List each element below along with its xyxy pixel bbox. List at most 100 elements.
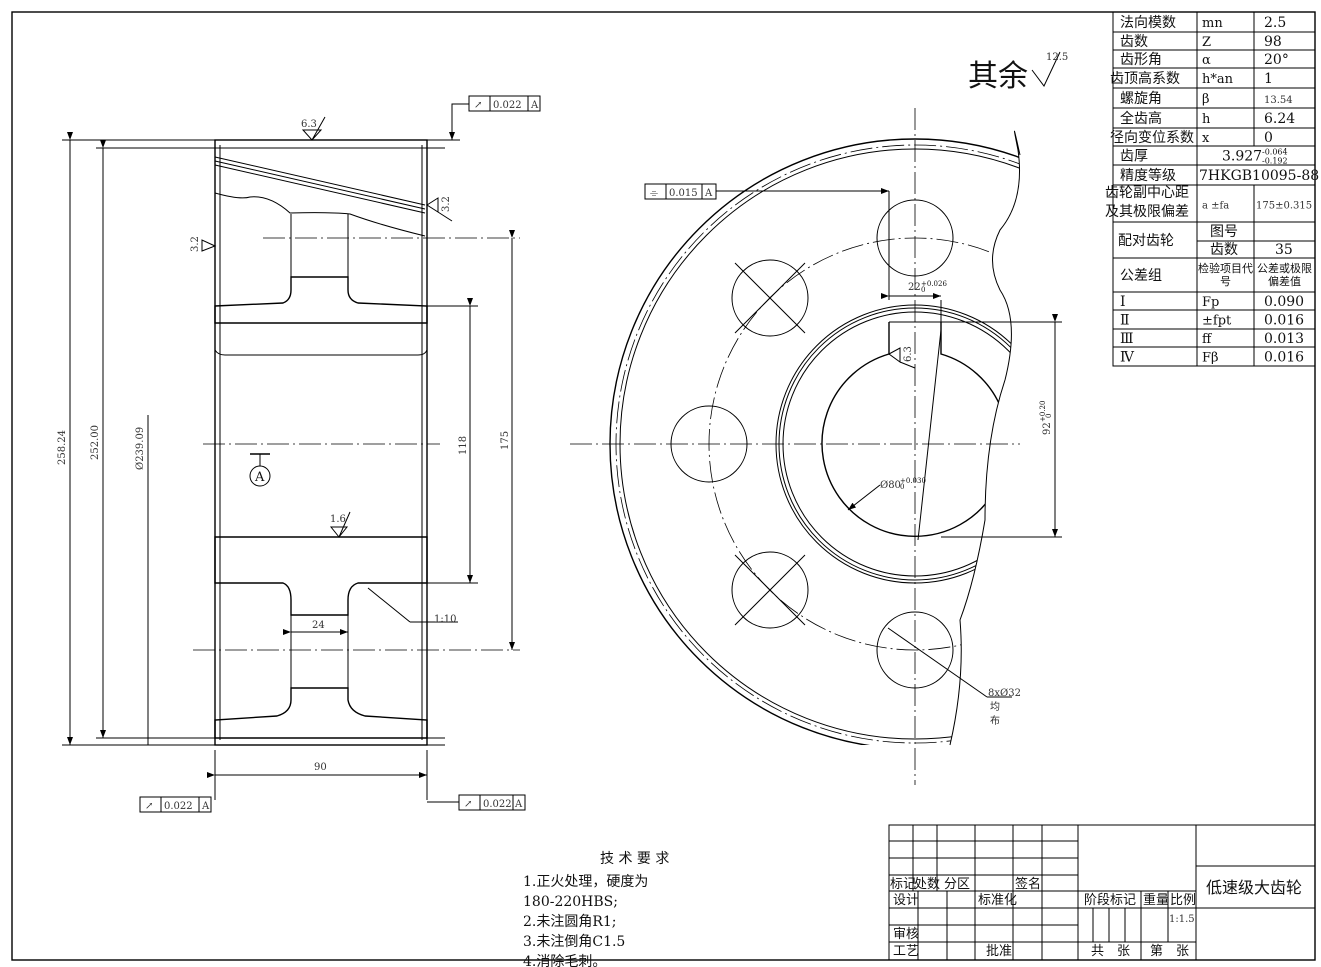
param-label: 及其极限偏差: [1105, 204, 1189, 220]
scale-value: 1:1.5: [1169, 914, 1195, 925]
svg-text:↗: ↗: [145, 801, 153, 812]
roughness-symbol: 3.2: [426, 196, 453, 222]
runout-tolerance-frame-top: ↗ 0.022 A: [449, 95, 541, 140]
bolt-hole: [731, 551, 809, 629]
tech-req-title: 技 术 要 求: [600, 851, 669, 867]
param-value: 98: [1264, 34, 1282, 50]
param-label: 配对齿轮: [1118, 233, 1174, 249]
keyway-depth-tol-lower: 0: [1045, 414, 1053, 418]
title-block: 标记 处数 分区 签名 设计 标准化 审核 工艺 批准 阶段标记 重量 比例 共…: [888, 824, 1316, 961]
dim-root-diameter: Ø239.09: [135, 427, 146, 470]
param-value: 175±0.315: [1256, 201, 1312, 212]
param-value: 7HKGB10095-88: [1199, 168, 1319, 184]
svg-text:⌯: ⌯: [650, 188, 658, 199]
param-label: 齿轮副中心距: [1105, 185, 1189, 201]
keyway-width-tol-lower: 0: [921, 286, 925, 294]
param-symbol: x: [1202, 131, 1210, 146]
svg-text:6.3: 6.3: [301, 119, 317, 130]
dim-pitch-diameter: 252.00: [90, 425, 101, 460]
dim-outer-diameter: 258.24: [57, 430, 68, 465]
param-value: 0.090: [1264, 294, 1304, 310]
param-label: 全齿高: [1120, 110, 1162, 127]
svg-text:工艺: 工艺: [893, 944, 919, 959]
bore-tol-upper: +0.030: [900, 477, 926, 485]
param-label: 法向模数: [1120, 15, 1176, 31]
param-symbol: 齿数: [1210, 242, 1238, 258]
param-label: 齿顶高系数: [1110, 70, 1180, 87]
param-label: Ⅲ: [1120, 331, 1134, 347]
svg-text:3.2: 3.2: [441, 196, 452, 212]
roughness-symbol: 3.2: [190, 236, 217, 252]
svg-text:1.6: 1.6: [330, 514, 346, 525]
svg-text:A: A: [514, 799, 523, 810]
svg-text:标准化: 标准化: [978, 893, 1017, 908]
dim-face-width: 90: [314, 762, 327, 773]
roughness-symbol: 1.6: [329, 511, 351, 538]
svg-text:分区: 分区: [944, 877, 970, 892]
svg-text:A: A: [201, 801, 210, 812]
dim-hub-diameter: 118: [458, 436, 469, 455]
param-value: 2.5: [1264, 15, 1286, 31]
dim-web-diameter: 175: [500, 431, 511, 450]
param-label: 螺旋角: [1120, 91, 1162, 107]
param-value: 35: [1275, 242, 1293, 258]
svg-text:4.消除毛刺。: 4.消除毛刺。: [523, 954, 606, 967]
svg-text:其余: 其余: [968, 59, 1028, 94]
runout-tolerance-frame-bottom-left: ↗ 0.022 A: [139, 796, 212, 813]
param-label: 精度等级: [1120, 167, 1176, 184]
svg-text:共 张: 共 张: [1091, 944, 1130, 959]
param-value: 20°: [1264, 52, 1289, 68]
param-symbol: 检验项目代号: [1198, 262, 1253, 288]
svg-text:比例: 比例: [1170, 893, 1196, 908]
holes-note: 8xØ32: [988, 688, 1021, 699]
param-value: 0.013: [1264, 331, 1304, 347]
svg-text:批准: 批准: [986, 944, 1012, 959]
keyway-depth-tol-upper: +0.20: [1039, 401, 1047, 422]
param-value: 0.016: [1264, 350, 1304, 366]
gear-front-view: [570, 108, 1062, 785]
svg-text:处数: 处数: [914, 877, 940, 892]
param-symbol: mn: [1202, 16, 1223, 31]
roughness-symbol: 6.3: [301, 116, 326, 141]
svg-text:0.022: 0.022: [483, 799, 512, 810]
param-value: 0.016: [1264, 313, 1304, 329]
param-value: 13.54: [1264, 95, 1293, 106]
taper-label: 1:10: [434, 614, 456, 625]
svg-text:签名: 签名: [1015, 876, 1041, 892]
part-name: 低速级大齿轮: [1206, 878, 1302, 897]
param-value: 公差或极限偏差值: [1257, 262, 1312, 288]
param-symbol: α: [1202, 53, 1211, 68]
param-label: 径向变位系数: [1110, 130, 1194, 146]
param-tol-lower: -0.192: [1262, 157, 1288, 166]
param-symbol: a ±fa: [1202, 201, 1229, 212]
param-symbol: β: [1202, 92, 1210, 107]
holes-note-2: 均: [990, 701, 1000, 713]
drawing-frame: [11, 11, 1316, 961]
svg-text:A: A: [254, 470, 265, 485]
bolt-hole: [731, 259, 809, 337]
svg-text:3.未注倒角C1.5: 3.未注倒角C1.5: [523, 934, 625, 950]
svg-text:审核: 审核: [893, 927, 919, 942]
param-label: Ⅰ: [1120, 294, 1126, 310]
param-label: 齿厚: [1120, 149, 1148, 165]
param-label: Ⅳ: [1120, 350, 1135, 366]
param-symbol: h: [1202, 112, 1211, 127]
gear-section-view: [62, 132, 520, 800]
keyway-width-tol-upper: +0.026: [921, 280, 947, 288]
param-value: 1: [1264, 71, 1273, 87]
param-label: Ⅱ: [1120, 313, 1130, 329]
bore-tol-lower: 0: [900, 483, 904, 491]
param-symbol: Fβ: [1202, 351, 1219, 366]
svg-text:2.未注圆角R1;: 2.未注圆角R1;: [523, 914, 617, 930]
svg-text:A: A: [530, 100, 539, 111]
svg-text:↗: ↗: [464, 799, 472, 810]
symmetry-tolerance-frame: ⌯ 0.015 A: [644, 183, 890, 300]
param-symbol: Fp: [1202, 295, 1219, 310]
param-symbol: ±fpt: [1202, 314, 1232, 329]
keyway-depth-dim: 92: [1042, 422, 1053, 435]
keyway-width-dim: 22: [908, 282, 921, 293]
svg-text:重量: 重量: [1143, 892, 1169, 908]
remaining-roughness-note: 其余 12.5: [968, 51, 1068, 94]
